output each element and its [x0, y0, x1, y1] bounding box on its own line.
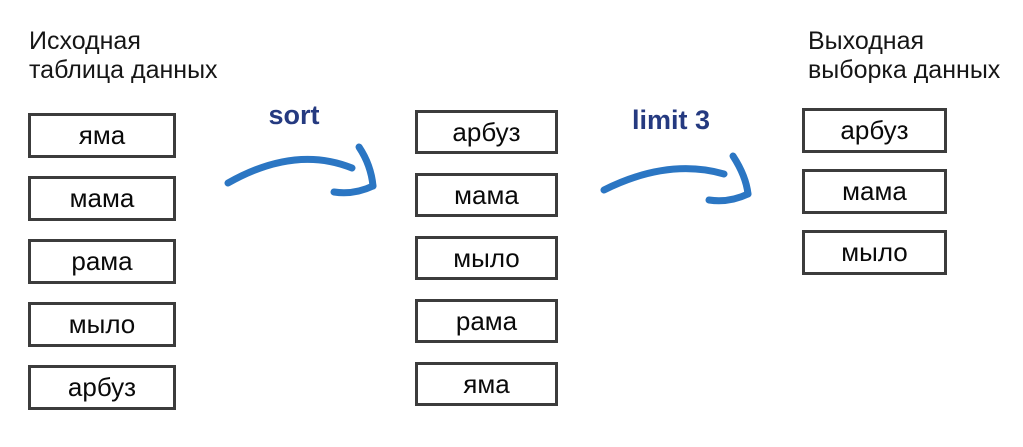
output-selection-column: арбуз мама мыло	[802, 108, 947, 275]
table-cell: яма	[415, 362, 558, 406]
table-cell: мама	[415, 173, 558, 217]
output-selection-title: Выходная выборка данных	[808, 27, 1000, 85]
limit-arrow-icon	[600, 152, 752, 205]
table-cell: рама	[415, 299, 558, 343]
table-cell: яма	[28, 113, 176, 158]
table-cell: рама	[28, 239, 176, 284]
table-cell: арбуз	[28, 365, 176, 410]
sort-arrow-icon	[224, 143, 377, 197]
source-table-column: яма мама рама мыло арбуз	[28, 113, 176, 410]
table-cell: арбуз	[802, 108, 947, 153]
source-table-title: Исходная таблица данных	[29, 27, 218, 85]
sorted-table-column: арбуз мама мыло рама яма	[415, 110, 558, 406]
output-selection-title-line1: Выходная	[808, 27, 925, 55]
output-selection-title-line2: выборка данных	[808, 56, 1001, 84]
sort-operation-label: sort	[268, 100, 320, 130]
table-cell: мыло	[802, 230, 947, 275]
table-cell: арбуз	[415, 110, 558, 154]
source-table-title-line1: Исходная	[29, 27, 141, 55]
table-cell: мама	[28, 176, 176, 221]
source-table-title-line2: таблица данных	[29, 56, 218, 84]
table-cell: мама	[802, 169, 947, 214]
table-cell: мыло	[28, 302, 176, 347]
table-cell: мыло	[415, 236, 558, 280]
limit-operation-label: limit 3	[631, 105, 711, 135]
